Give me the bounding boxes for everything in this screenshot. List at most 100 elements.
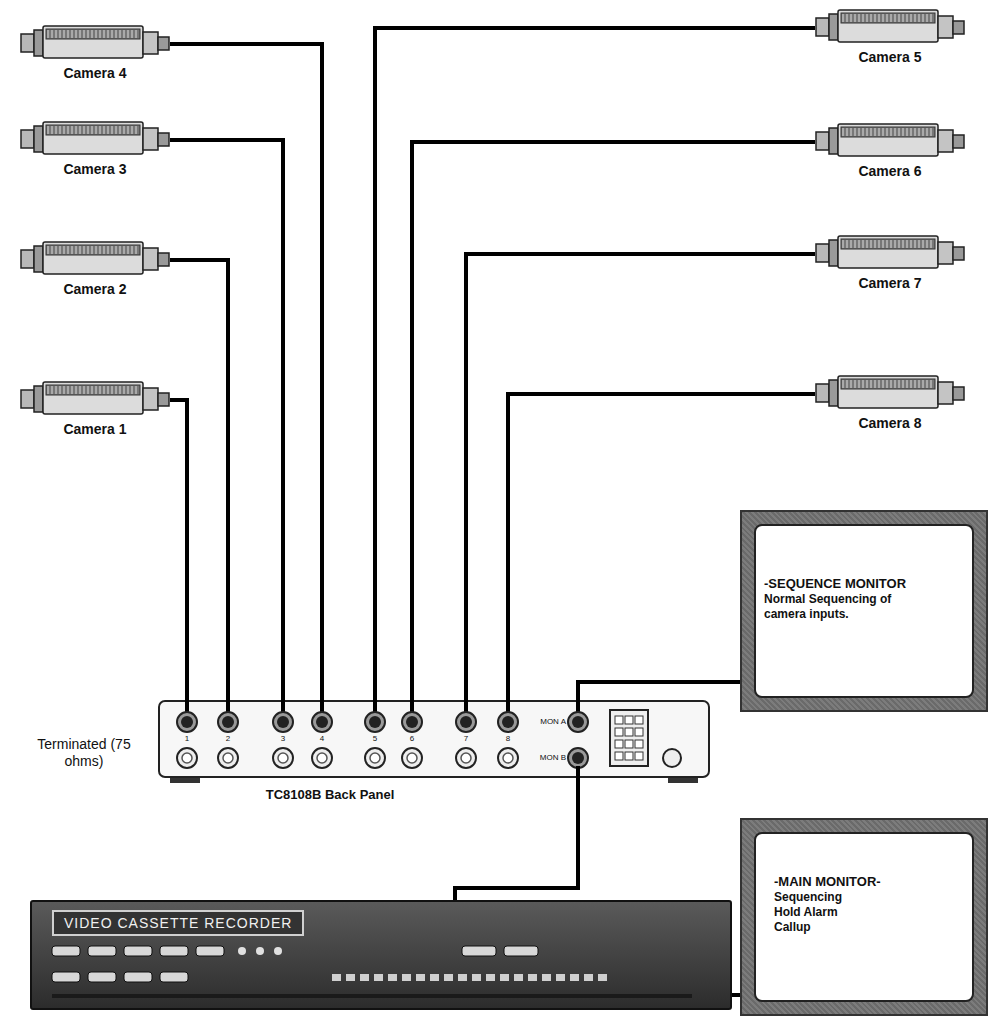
loop-jack xyxy=(218,748,238,768)
connector-pin xyxy=(625,728,633,736)
vcr-button xyxy=(196,946,224,956)
vcr-key xyxy=(514,974,523,981)
camera-rib xyxy=(104,386,105,394)
camera-rib xyxy=(84,30,85,38)
camera-rib xyxy=(124,386,125,394)
input-number: 6 xyxy=(402,734,422,744)
camera-label: Camera 6 xyxy=(815,163,965,180)
camera-rib xyxy=(136,386,137,394)
camera-rib xyxy=(48,126,49,134)
camera-rib xyxy=(72,126,73,134)
vcr-key xyxy=(402,974,411,981)
camera-rib xyxy=(132,246,133,254)
camera-rib xyxy=(76,30,77,38)
camera-rib xyxy=(847,14,848,22)
camera-body xyxy=(43,122,143,154)
camera-rib xyxy=(132,126,133,134)
camera-rib xyxy=(100,30,101,38)
camera-rib xyxy=(871,128,872,136)
camera-rib xyxy=(124,126,125,134)
camera-rib xyxy=(112,30,113,38)
camera: Camera 4 xyxy=(20,22,170,82)
camera-rib xyxy=(56,30,57,38)
camera-rib xyxy=(92,30,93,38)
camera-rib xyxy=(92,386,93,394)
label-slot: 1 xyxy=(177,734,197,744)
camera-rib xyxy=(64,386,65,394)
camera-lens xyxy=(816,18,829,36)
vcr-button xyxy=(124,972,152,982)
camera: Camera 5 xyxy=(815,6,965,66)
bnc-plug xyxy=(181,716,193,728)
input-number: 3 xyxy=(273,734,293,744)
camera-rib xyxy=(80,246,81,254)
camera-top xyxy=(841,13,935,23)
bnc-plug xyxy=(406,716,418,728)
camera-rib xyxy=(128,126,129,134)
vcr-button xyxy=(88,946,116,956)
camera-icon xyxy=(815,120,965,160)
camera-body xyxy=(838,236,938,268)
camera-rib xyxy=(931,128,932,136)
bnc-jack xyxy=(218,712,238,732)
camera-rib xyxy=(859,240,860,248)
connector-pin xyxy=(625,740,633,748)
camera-rib xyxy=(907,240,908,248)
camera-rib xyxy=(899,240,900,248)
camera-ring xyxy=(34,126,43,152)
sequence-monitor: -SEQUENCE MONITORNormal Sequencing of ca… xyxy=(740,510,988,712)
loop-jack-pin xyxy=(317,753,327,763)
camera-icon xyxy=(815,372,965,412)
vcr-key xyxy=(360,974,369,981)
monitor-screen: -SEQUENCE MONITORNormal Sequencing of ca… xyxy=(754,524,974,698)
vcr-key xyxy=(388,974,397,981)
camera: Camera 3 xyxy=(20,118,170,178)
camera-rib xyxy=(132,386,133,394)
label-slot: 2 xyxy=(218,734,238,744)
input-number: 8 xyxy=(498,734,518,744)
camera-top xyxy=(46,385,140,395)
camera-rib xyxy=(116,126,117,134)
camera-top xyxy=(841,379,935,389)
camera-rib xyxy=(903,380,904,388)
vcr-key xyxy=(332,974,341,981)
camera-ring xyxy=(829,14,838,40)
camera-rib xyxy=(120,30,121,38)
camera-rib xyxy=(883,128,884,136)
camera-body xyxy=(838,124,938,156)
camera-rear xyxy=(938,130,953,152)
camera-label: Camera 4 xyxy=(20,65,170,82)
bnc-jack xyxy=(312,712,332,732)
camera-rib xyxy=(855,240,856,248)
camera-icon xyxy=(20,118,170,158)
camera-rib xyxy=(915,240,916,248)
camera-rib xyxy=(52,386,53,394)
vcr-key xyxy=(444,974,453,981)
camera-rib xyxy=(56,246,57,254)
camera-rib xyxy=(907,380,908,388)
panel-outline xyxy=(159,701,709,777)
camera-rib xyxy=(895,240,896,248)
camera-rib xyxy=(907,128,908,136)
label-slot: 4 xyxy=(312,734,332,744)
vcr-key xyxy=(374,974,383,981)
camera-connector xyxy=(953,387,964,400)
camera-rib xyxy=(847,380,848,388)
vcr-key xyxy=(458,974,467,981)
loop-jack xyxy=(177,748,197,768)
camera-rib xyxy=(879,240,880,248)
input-number: 1 xyxy=(177,734,197,744)
camera-connector xyxy=(158,37,169,50)
camera-rib xyxy=(887,14,888,22)
vcr-key xyxy=(486,974,495,981)
camera-label: Camera 1 xyxy=(20,421,170,438)
vcr-button xyxy=(504,946,538,956)
output-name: MON B xyxy=(528,753,566,763)
camera-rib xyxy=(124,30,125,38)
camera-rib xyxy=(863,14,864,22)
camera-rib xyxy=(84,386,85,394)
vcr-key xyxy=(584,974,593,981)
camera-rib xyxy=(88,386,89,394)
camera-rib xyxy=(843,128,844,136)
bnc-jack xyxy=(177,712,197,732)
